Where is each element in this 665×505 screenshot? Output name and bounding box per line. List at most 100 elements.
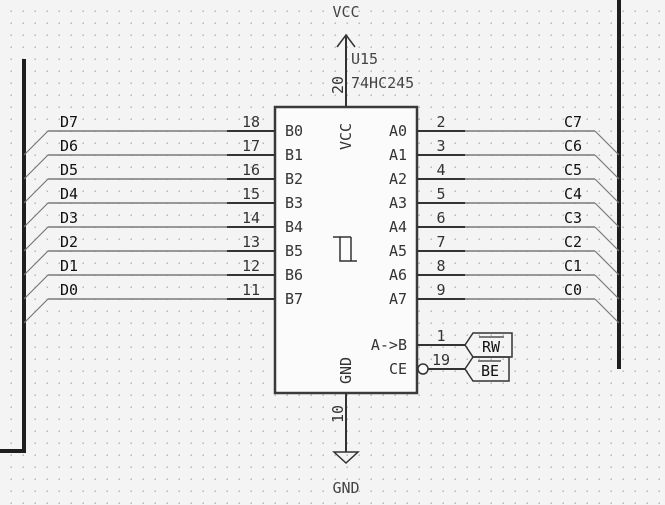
grid-dot: [442, 406, 444, 408]
component-value[interactable]: 74HC245: [351, 74, 414, 92]
bus-entry[interactable]: [23, 202, 49, 228]
bus-entry[interactable]: [594, 226, 620, 252]
grid-dot: [574, 238, 576, 240]
bus-entry[interactable]: [594, 178, 620, 204]
grid-dot: [178, 34, 180, 36]
gnd-power-symbol[interactable]: GND: [332, 393, 360, 497]
grid-dot: [46, 22, 48, 24]
pin-name: A2: [389, 170, 407, 188]
bus-entry[interactable]: [594, 154, 620, 180]
grid-dot: [310, 490, 312, 492]
component-reference[interactable]: U15: [351, 50, 378, 68]
grid-dot: [94, 10, 96, 12]
grid-dot: [574, 490, 576, 492]
grid-dot: [598, 274, 600, 276]
grid-dot: [322, 22, 324, 24]
net-label[interactable]: D2: [60, 233, 78, 251]
component-body-74hc245[interactable]: [273, 105, 419, 395]
grid-dot: [286, 490, 288, 492]
bus-entry[interactable]: [23, 130, 49, 156]
bus-entry[interactable]: [23, 178, 49, 204]
pin-a3[interactable]: 5A3: [389, 185, 465, 212]
grid-dot: [634, 502, 636, 504]
grid-dot: [562, 406, 564, 408]
grid-dot: [550, 466, 552, 468]
global-label-rw[interactable]: RW: [464, 332, 513, 358]
grid-dot: [586, 442, 588, 444]
grid-dot: [490, 334, 492, 336]
bus-entry[interactable]: [594, 274, 620, 300]
pin-a2[interactable]: 4A2: [389, 161, 465, 188]
pin-a1[interactable]: 3A1: [389, 137, 465, 164]
grid-dot: [70, 418, 72, 420]
net-label[interactable]: C4: [564, 185, 582, 203]
pin-ce[interactable]: 19 CE: [389, 351, 465, 378]
bus-entry[interactable]: [594, 130, 620, 156]
grid-dot: [562, 502, 564, 504]
net-label[interactable]: C0: [564, 281, 582, 299]
bus-entry[interactable]: [23, 250, 49, 276]
grid-dot: [10, 442, 12, 444]
grid-dot: [142, 94, 144, 96]
grid-dot: [610, 82, 612, 84]
net-label[interactable]: C1: [564, 257, 582, 275]
net-label[interactable]: C3: [564, 209, 582, 227]
grid-dot: [634, 142, 636, 144]
grid-dot: [202, 478, 204, 480]
grid-dot: [514, 190, 516, 192]
grid-dot: [562, 370, 564, 372]
bus-entry[interactable]: [594, 250, 620, 276]
pin-a6[interactable]: 8A6: [389, 257, 465, 284]
grid-dot: [466, 382, 468, 384]
grid-dot: [46, 406, 48, 408]
left-data-bus[interactable]: [0, 59, 26, 453]
grid-dot: [58, 490, 60, 492]
bus-entry[interactable]: [23, 298, 49, 324]
net-label[interactable]: C6: [564, 137, 582, 155]
grid-dot: [82, 370, 84, 372]
pin-a4[interactable]: 6A4: [389, 209, 465, 236]
bus-entry[interactable]: [594, 298, 620, 324]
pin-a0[interactable]: 2A0: [389, 113, 465, 140]
net-label[interactable]: C7: [564, 113, 582, 131]
grid-dot: [226, 346, 228, 348]
grid-dot: [130, 106, 132, 108]
grid-dot: [526, 166, 528, 168]
net-label[interactable]: D4: [60, 185, 78, 203]
net-label[interactable]: D6: [60, 137, 78, 155]
pin-a7[interactable]: 9A7: [389, 281, 465, 308]
bus-entry[interactable]: [23, 154, 49, 180]
pin-a5[interactable]: 7A5: [389, 233, 465, 260]
net-label[interactable]: D3: [60, 209, 78, 227]
grid-dot: [130, 166, 132, 168]
net-label[interactable]: D0: [60, 281, 78, 299]
pin-name: B3: [285, 194, 303, 212]
grid-dot: [598, 34, 600, 36]
grid-dot: [130, 358, 132, 360]
grid-dot: [598, 382, 600, 384]
grid-dot: [646, 286, 648, 288]
net-label[interactable]: D1: [60, 257, 78, 275]
bus-entry[interactable]: [23, 274, 49, 300]
bus-entry[interactable]: [594, 202, 620, 228]
pin-a-to-b[interactable]: 1 A->B: [371, 327, 465, 354]
bus-entry[interactable]: [23, 226, 49, 252]
grid-dot: [442, 454, 444, 456]
grid-dot: [142, 46, 144, 48]
net-label[interactable]: D5: [60, 161, 78, 179]
net-label[interactable]: D7: [60, 113, 78, 131]
vcc-power-symbol[interactable]: VCC: [332, 3, 360, 107]
grid-dot: [310, 418, 312, 420]
net-label[interactable]: C5: [564, 161, 582, 179]
grid-dot: [454, 310, 456, 312]
net-label[interactable]: C2: [564, 233, 582, 251]
global-label-be[interactable]: BE: [464, 356, 510, 382]
